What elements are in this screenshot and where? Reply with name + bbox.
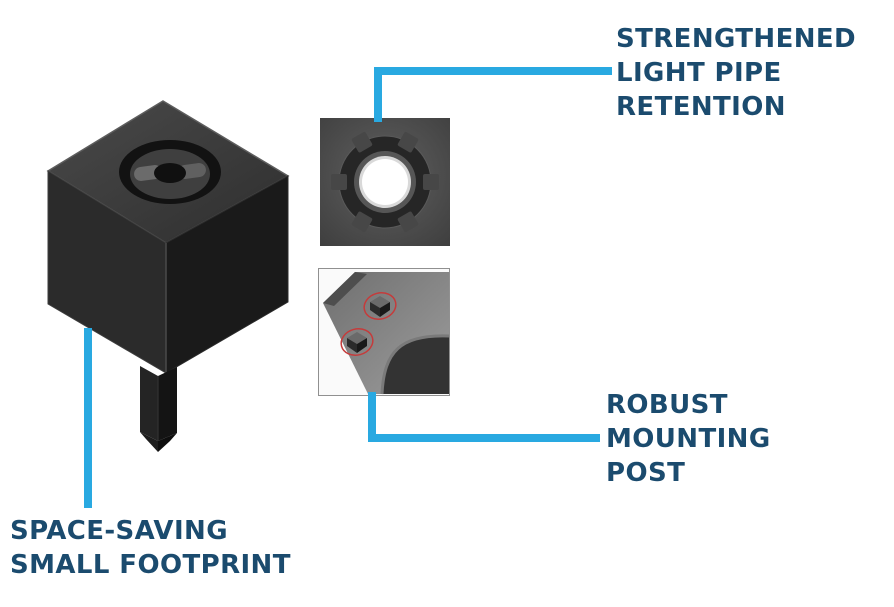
label-line: ROBUST <box>606 390 728 420</box>
label-mounting-post: ROBUST MOUNTING POST <box>606 388 771 490</box>
mounting-post-detail-image <box>318 268 450 396</box>
label-line: SPACE-SAVING <box>10 516 228 546</box>
light-pipe-detail-image <box>320 118 450 246</box>
light-pipe-bore <box>362 159 408 205</box>
callout-line-light-pipe <box>374 67 612 122</box>
mounting-post-2 <box>340 328 374 356</box>
mounting-post-shape <box>140 366 177 452</box>
mounting-post-1 <box>363 292 397 320</box>
part-corner-fillet-highlight <box>380 334 450 395</box>
label-line: SMALL FOOTPRINT <box>10 550 291 580</box>
retention-castellations <box>331 131 439 233</box>
post-highlight-circle <box>340 328 374 356</box>
product-render-image <box>46 100 290 452</box>
label-small-footprint: SPACE-SAVING SMALL FOOTPRINT <box>10 514 291 582</box>
post-highlight-circle <box>363 292 397 320</box>
part-bevel-edge <box>323 272 367 306</box>
part-corner-fillet <box>382 335 449 394</box>
label-line: MOUNTING <box>606 424 771 454</box>
label-line: STRENGTHENED <box>616 24 857 54</box>
label-line: RETENTION <box>616 92 786 122</box>
callout-line-mounting-post <box>368 392 600 442</box>
light-pipe-hole <box>119 140 221 204</box>
label-light-pipe-retention: STRENGTHENED LIGHT PIPE RETENTION <box>616 22 856 124</box>
label-line: POST <box>606 458 686 488</box>
label-line: LIGHT PIPE <box>616 58 782 88</box>
